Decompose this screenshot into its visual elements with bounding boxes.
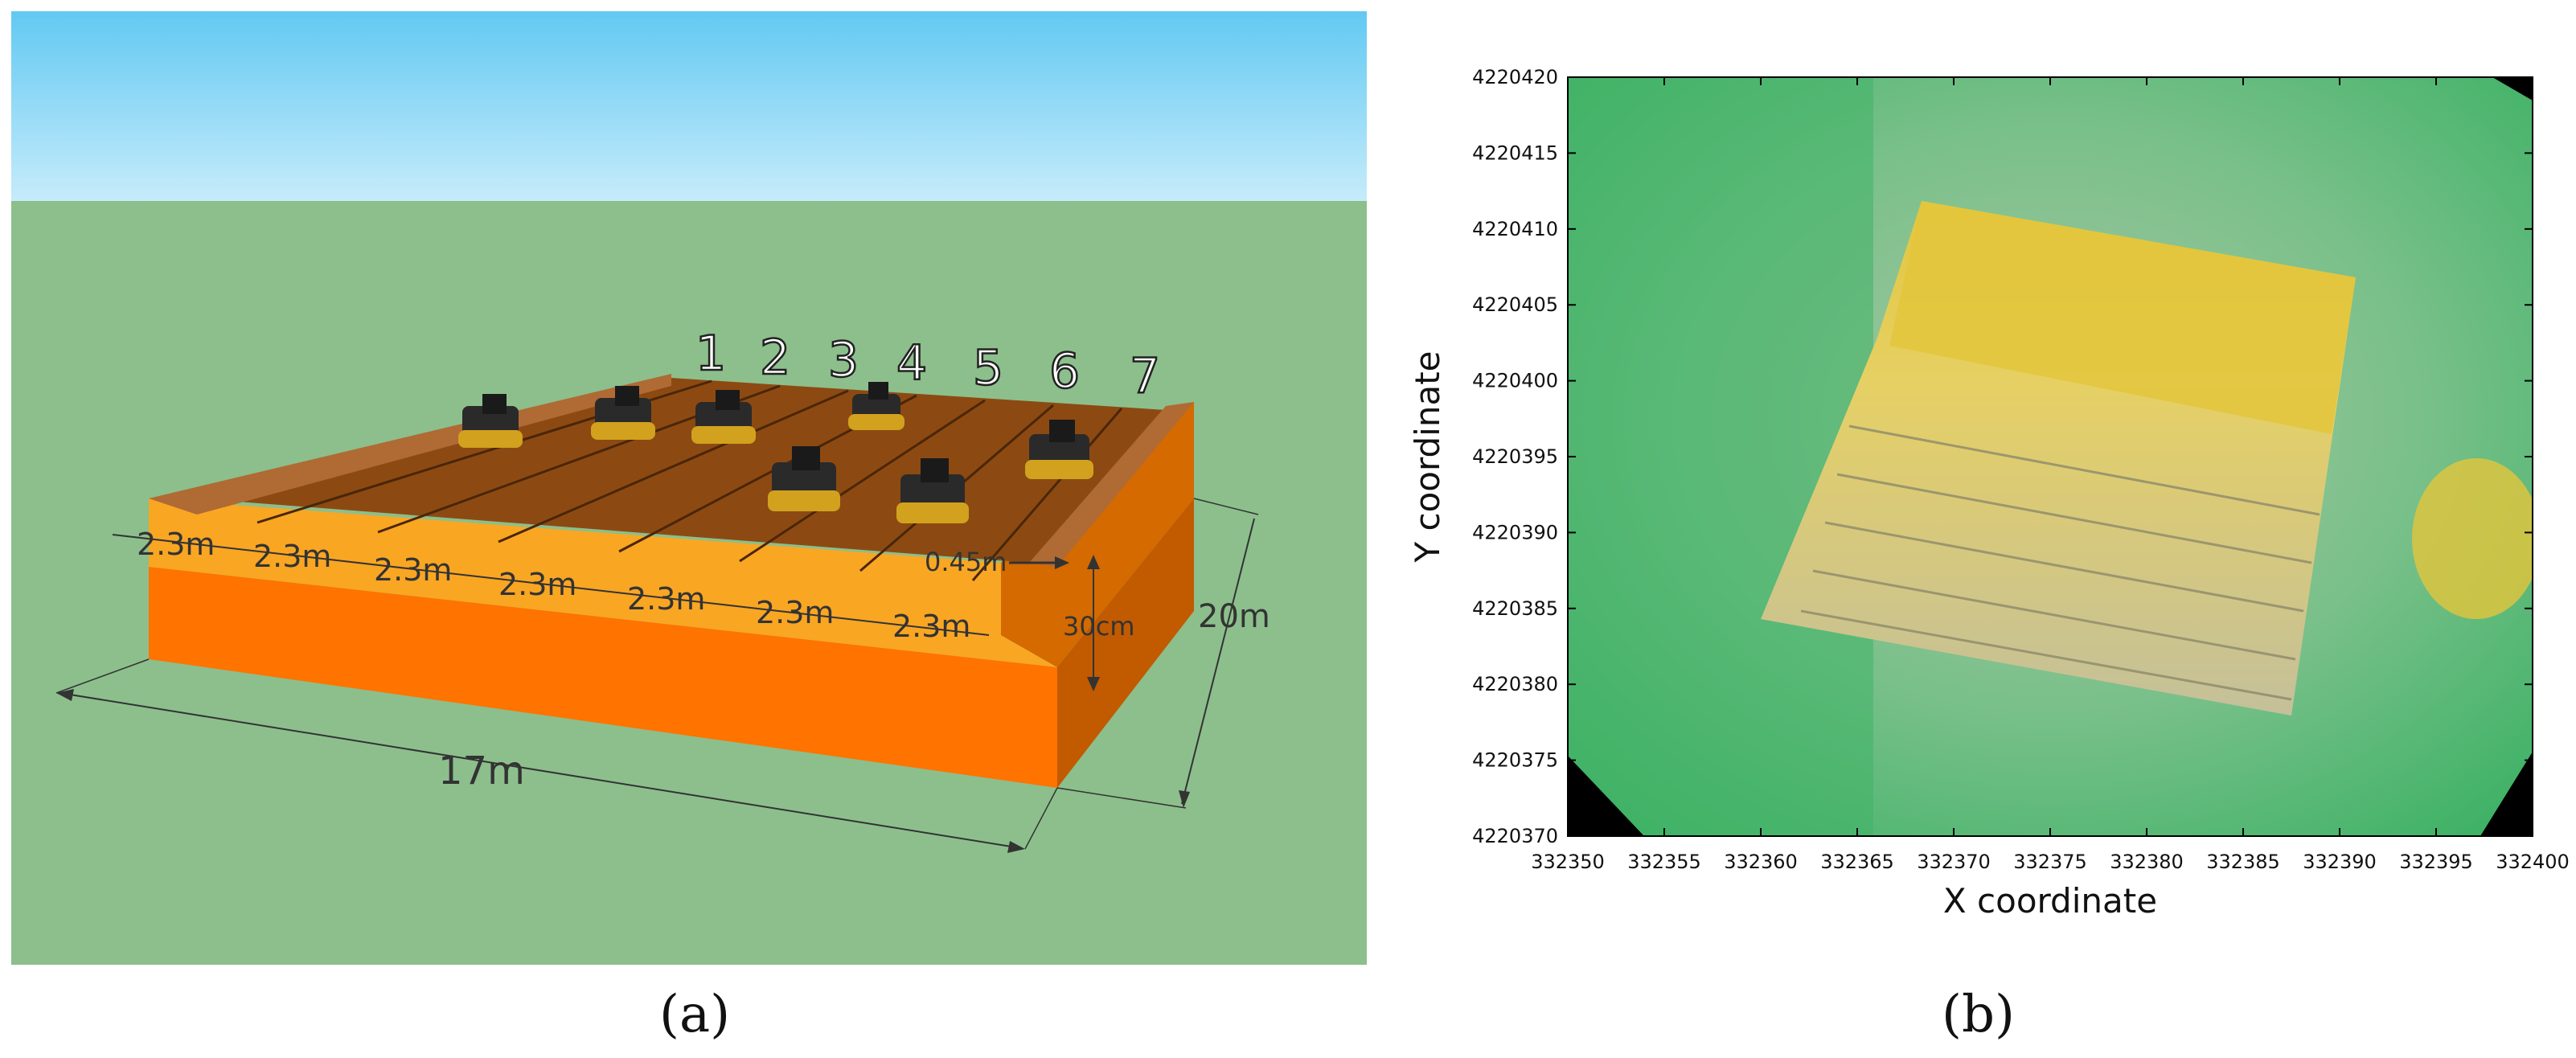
depth-arrowhead-bottom — [1087, 677, 1100, 691]
roller — [1025, 420, 1093, 479]
y-axis-ticks: 4220420 4220415 4220410 4220405 4220400 42203… — [1472, 66, 2533, 847]
lower-soil-layer — [149, 567, 1057, 788]
y-axis-label: Y coordinate — [1408, 351, 1447, 563]
roller — [458, 394, 523, 448]
width-label: 20m — [1198, 598, 1270, 635]
lane-number: 5 — [973, 340, 1003, 396]
yellow-mound — [2412, 458, 2533, 619]
panel-a-schematic: 1 2 3 4 5 6 7 2.3m 2.3m 2.3m 2.3m 2.3m 2… — [11, 11, 1367, 1044]
y-tick-label: 4220410 — [1472, 218, 1558, 240]
x-tick-label: 332380 — [2110, 851, 2184, 873]
lane-width-label: 2.3m — [137, 527, 215, 562]
roller — [691, 390, 756, 444]
y-tick-label: 4220380 — [1472, 673, 1558, 695]
x-tick-label: 332365 — [1820, 851, 1894, 873]
y-tick-label: 4220390 — [1472, 521, 1558, 543]
y-tick-label: 4220420 — [1472, 66, 1558, 88]
lane-width-labels: 2.3m 2.3m 2.3m 2.3m 2.3m 2.3m 2.3m — [137, 527, 970, 644]
width-dimension-line — [1181, 518, 1255, 805]
x-tick-label: 332370 — [1917, 851, 1991, 873]
length-dimension-line — [59, 692, 1022, 849]
x-tick-label: 332385 — [2206, 851, 2280, 873]
lane-number: 3 — [828, 332, 859, 388]
lane-width-label: 2.3m — [253, 539, 331, 574]
lane-number: 6 — [1049, 343, 1080, 400]
y-tick-label: 4220395 — [1472, 445, 1558, 468]
nodata-corner — [2492, 77, 2533, 100]
panel-b-dem-map: 332350 332355 332360 332365 332370 332375 3323… — [1367, 0, 2576, 1058]
width-extension-bottom — [1056, 787, 1187, 809]
lane-width-label: 2.3m — [756, 595, 834, 630]
nodata-corner — [1568, 756, 1644, 836]
y-tick-label: 4220385 — [1472, 597, 1558, 620]
length-extension-left — [55, 658, 150, 694]
lane-width-label: 2.3m — [627, 581, 705, 617]
nodata-corner — [2480, 752, 2533, 836]
pad-lane-lines — [1800, 424, 2320, 701]
depth-label: 30cm — [1063, 611, 1134, 642]
x-axis-ticks: 332350 332355 332360 332365 332370 332375 3323… — [1531, 77, 2570, 873]
x-tick-label: 332390 — [2303, 851, 2377, 873]
sky — [11, 11, 1367, 204]
x-tick-label: 332355 — [1627, 851, 1701, 873]
lane-number: 4 — [896, 335, 927, 392]
lane-width-label: 2.3m — [374, 552, 452, 588]
y-tick-label: 4220400 — [1472, 370, 1558, 392]
depth-arrowhead-top — [1087, 555, 1100, 569]
block-right-side-upper — [1001, 402, 1194, 667]
x-tick-label: 332360 — [1724, 851, 1798, 873]
x-tick-label: 332395 — [2399, 851, 2473, 873]
caption-a: (a) — [659, 985, 731, 1044]
y-tick-label: 4220370 — [1472, 825, 1558, 847]
lane-width-label: 2.3m — [892, 609, 970, 644]
lane-width-dimension-line — [112, 534, 990, 636]
x-tick-label: 332375 — [2013, 851, 2087, 873]
y-tick-label: 4220375 — [1472, 749, 1558, 772]
terrain-low-left — [1568, 77, 1873, 836]
lane-width-label: 2.3m — [498, 567, 576, 602]
width-extension-top — [1193, 498, 1259, 515]
roller — [896, 458, 969, 523]
lane-number: 7 — [1130, 348, 1160, 404]
x-tick-label: 332350 — [1531, 851, 1605, 873]
dem-raster — [1568, 77, 2533, 836]
left-berm — [149, 374, 671, 515]
lane-number: 1 — [695, 326, 726, 382]
offset-label: 0.45m — [925, 547, 1007, 577]
dem-map-figure: 332350 332355 332360 332365 332370 332375 3323… — [1408, 66, 2570, 921]
schematic-diagram: 1 2 3 4 5 6 7 2.3m 2.3m 2.3m 2.3m 2.3m 2… — [11, 11, 1367, 965]
pad-yellow-zone — [1889, 201, 2356, 434]
lane-number-labels: 1 2 3 4 5 6 7 — [695, 325, 1162, 406]
roller — [768, 446, 840, 511]
block-right-side — [1057, 498, 1194, 788]
offset-arrowhead — [1055, 556, 1069, 569]
lane-number: 2 — [760, 330, 790, 386]
length-extension-right — [1024, 787, 1058, 850]
length-arrowhead-right — [1007, 841, 1025, 853]
width-arrowhead-bottom — [1179, 790, 1190, 808]
caption-b: (b) — [1942, 985, 2015, 1044]
y-tick-label: 4220415 — [1472, 141, 1558, 164]
x-axis-label: X coordinate — [1943, 881, 2157, 921]
length-label: 17m — [438, 748, 525, 794]
y-tick-label: 4220405 — [1472, 293, 1558, 316]
x-tick-label: 332400 — [2496, 851, 2570, 873]
right-berm — [1029, 402, 1194, 567]
roller — [848, 382, 904, 430]
roller-group — [458, 382, 1093, 523]
roller — [591, 386, 655, 440]
upper-soil-layer — [149, 498, 1057, 667]
